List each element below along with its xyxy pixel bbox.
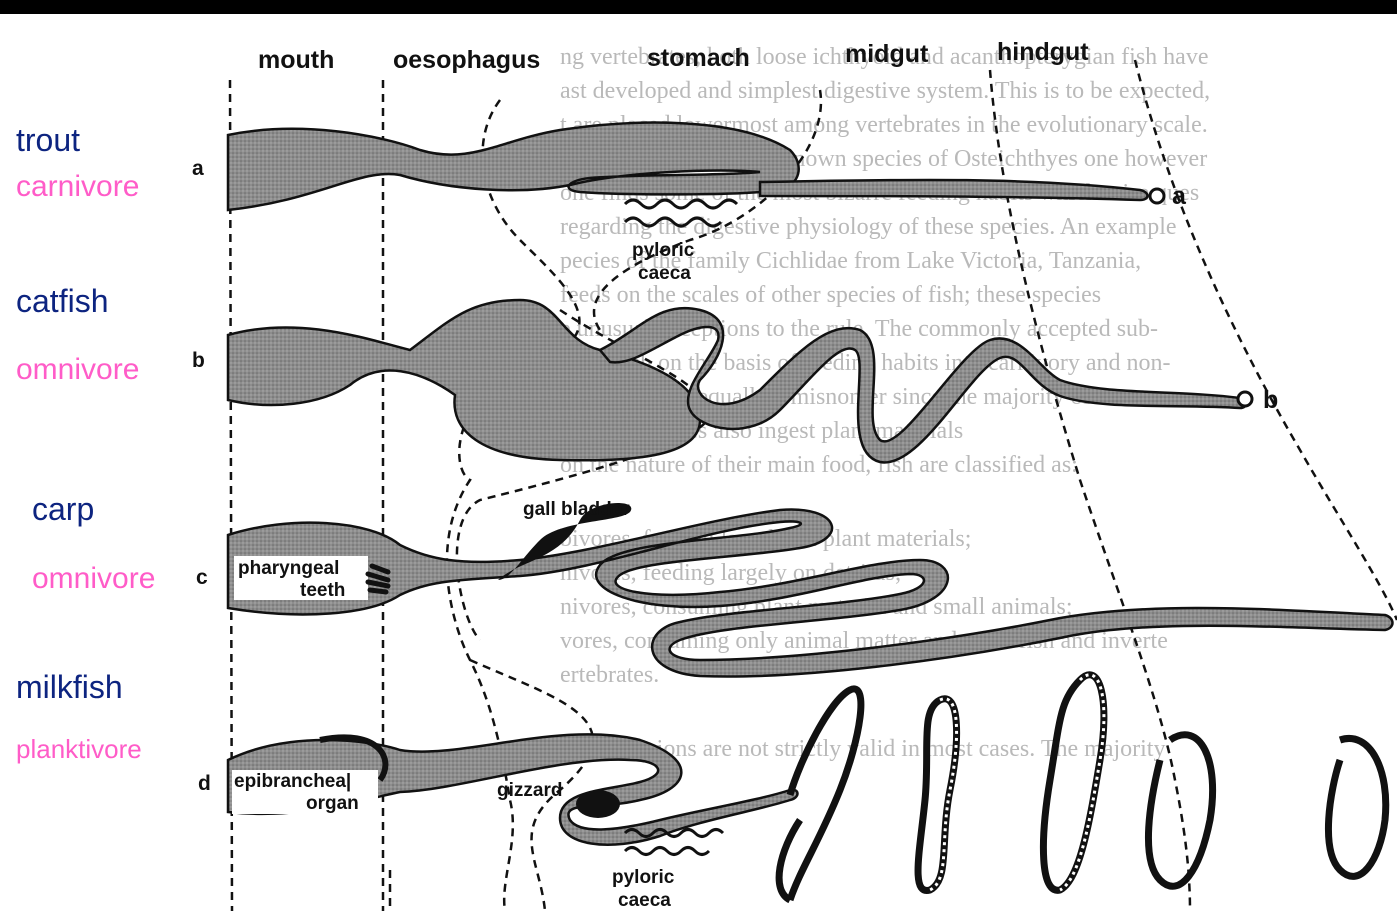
row-letter-b: b bbox=[192, 349, 205, 372]
epibranchial-organ-label: organ bbox=[306, 793, 359, 814]
region-label-stomach: stomach bbox=[647, 44, 750, 72]
pyloric-caeca-label: pyloric bbox=[632, 240, 695, 261]
region-label-oesophagus: oesophagus bbox=[393, 46, 540, 74]
row-letter-a: a bbox=[192, 157, 204, 180]
catfish-stomach bbox=[228, 300, 700, 460]
region-label-hindgut: hindgut bbox=[997, 38, 1089, 66]
pharyngeal-teeth-label: teeth bbox=[300, 580, 345, 601]
trout-anus bbox=[1150, 189, 1164, 203]
row-letter-a-end: a bbox=[1172, 182, 1187, 210]
region-label-midgut: midgut bbox=[845, 40, 929, 68]
pyloric-caeca-label: caeca bbox=[618, 890, 671, 911]
milkfish-intestine-loops bbox=[779, 675, 1386, 900]
pyloric-caeca-label: caeca bbox=[638, 263, 691, 284]
intestine-loop bbox=[790, 689, 861, 900]
catfish-anus bbox=[1238, 392, 1252, 406]
trout-pyloric-caeca bbox=[625, 218, 721, 226]
epibranchial-organ-label: epibranchea| bbox=[234, 771, 351, 792]
trout-pyloric-caeca bbox=[625, 200, 737, 208]
intestine-loop bbox=[1328, 738, 1385, 876]
catfish-intestine bbox=[600, 308, 1246, 462]
boundary-line bbox=[1135, 60, 1397, 620]
milkfish-pyloric-caeca bbox=[625, 848, 709, 855]
gizzard-label: gizzard bbox=[497, 780, 562, 801]
carp-gut bbox=[228, 510, 1393, 677]
region-label-mouth: mouth bbox=[258, 46, 334, 74]
intestine-loop bbox=[1043, 675, 1103, 891]
gizzard bbox=[576, 790, 620, 818]
pharyngeal-teeth-label: pharyngeal bbox=[238, 558, 339, 579]
pyloric-caeca-label: pyloric bbox=[612, 867, 675, 888]
intestine-loop bbox=[918, 699, 957, 891]
trout-gut-intestine bbox=[760, 180, 1148, 200]
row-letter-c: c bbox=[196, 566, 208, 589]
intestine-loop bbox=[1148, 735, 1212, 886]
trout-gut-foregut bbox=[228, 123, 799, 210]
gall-bladder-label: gall bladder bbox=[523, 499, 630, 520]
row-letter-b-end: b bbox=[1263, 386, 1278, 414]
row-letter-d: d bbox=[198, 772, 211, 795]
